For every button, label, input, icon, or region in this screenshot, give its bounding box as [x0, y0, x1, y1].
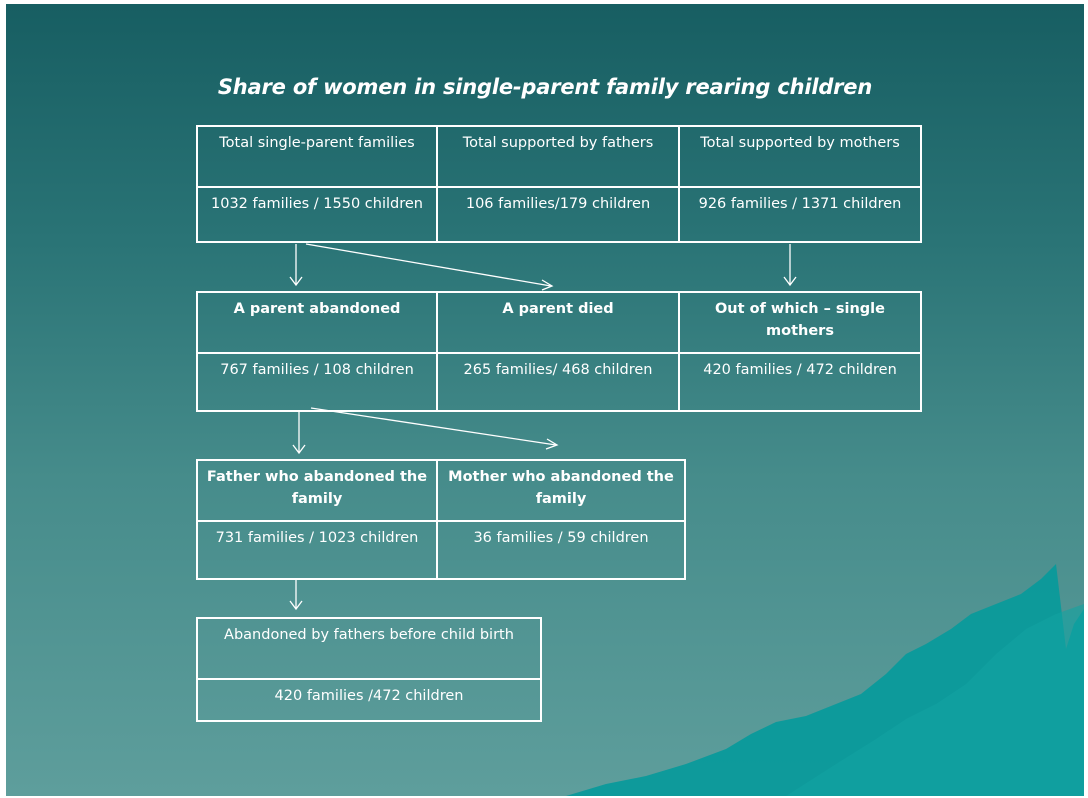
header-abandoned-before-birth: Abandoned by fathers before child birth — [196, 617, 542, 680]
header-parent-abandoned: A parent abandoned — [196, 291, 438, 354]
slide-title: Share of women in single-parent family r… — [217, 75, 873, 99]
header-supported-by-fathers: Total supported by fathers — [436, 125, 680, 188]
value-supported-by-fathers: 106 families/179 children — [436, 186, 680, 243]
header-mother-abandoned: Mother who abandoned the family — [436, 459, 686, 522]
header-supported-by-mothers: Total supported by mothers — [678, 125, 922, 188]
header-parent-died: A parent died — [436, 291, 680, 354]
header-father-abandoned: Father who abandoned the family — [196, 459, 438, 522]
value-supported-by-mothers: 926 families / 1371 children — [678, 186, 922, 243]
value-father-abandoned: 731 families / 1023 children — [196, 520, 438, 580]
value-parent-died: 265 families/ 468 children — [436, 352, 680, 412]
header-total-single-parent: Total single-parent families — [196, 125, 438, 188]
value-total-single-parent: 1032 families / 1550 children — [196, 186, 438, 243]
value-abandoned-before-birth: 420 families /472 children — [196, 678, 542, 722]
slide: Share of women in single-parent family r… — [6, 4, 1084, 796]
value-single-mothers: 420 families / 472 children — [678, 352, 922, 412]
value-mother-abandoned: 36 families / 59 children — [436, 520, 686, 580]
mountain-graphic — [566, 564, 1084, 796]
header-single-mothers: Out of which – single mothers — [678, 291, 922, 354]
value-parent-abandoned: 767 families / 108 children — [196, 352, 438, 412]
